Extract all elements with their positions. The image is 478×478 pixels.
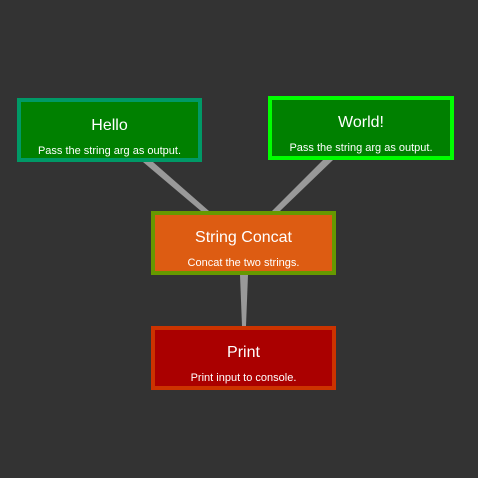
node-print-title: Print [227, 344, 260, 361]
node-world[interactable]: World! Pass the string arg as output. [268, 96, 454, 160]
edge-hello-to-concat [143, 162, 209, 211]
node-print[interactable]: Print Print input to console. [151, 326, 336, 390]
node-string-concat-title: String Concat [195, 229, 292, 246]
node-hello[interactable]: Hello Pass the string arg as output. [17, 98, 202, 162]
node-string-concat[interactable]: String Concat Concat the two strings. [151, 211, 336, 275]
node-string-concat-description: Concat the two strings. [187, 257, 300, 269]
node-print-description: Print input to console. [190, 372, 297, 384]
edge-concat-to-print [240, 275, 248, 326]
node-hello-description: Pass the string arg as output. [37, 145, 182, 157]
node-world-description: Pass the string arg as output. [289, 142, 433, 154]
edge-world-to-concat [272, 160, 333, 211]
node-world-title: World! [338, 114, 384, 131]
node-hello-title: Hello [91, 117, 128, 134]
